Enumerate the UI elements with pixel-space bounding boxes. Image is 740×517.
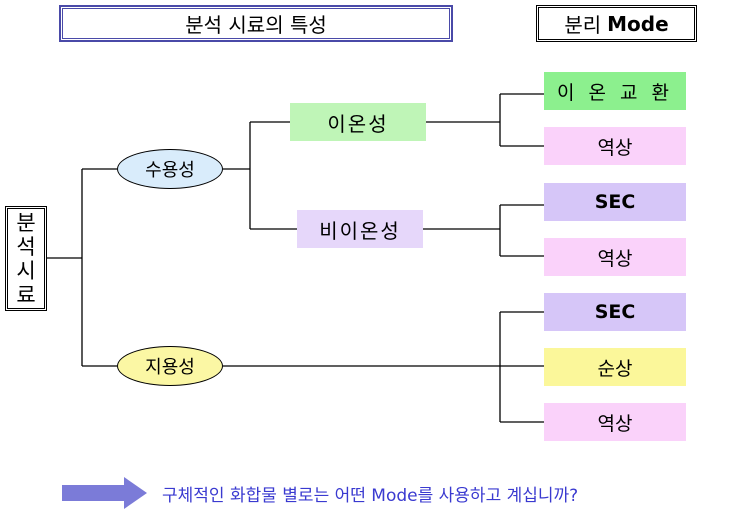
- root-char: 분: [16, 210, 36, 235]
- right-arrow-icon: [62, 477, 147, 509]
- mode-label: 역상: [597, 136, 633, 159]
- sample-characteristics-header: 분석 시료의 특성: [59, 5, 453, 42]
- separation-mode-header: 분리 Mode: [536, 5, 697, 42]
- mode-header-prefix: 분리: [564, 13, 602, 37]
- mode-sec: SEC: [544, 293, 686, 331]
- footer-question-text: 구체적인 화합물 별로는 어떤 Mode를 사용하고 계십니까?: [162, 485, 579, 506]
- mode-label: 순상: [597, 357, 633, 380]
- mode-label: SEC: [594, 301, 636, 323]
- mode-label: 역상: [597, 247, 633, 270]
- node-label: 비이온성: [319, 218, 401, 243]
- node-ionic: 이온성: [290, 103, 426, 141]
- mode-normal-phase: 순상: [544, 348, 686, 386]
- header-title: 분석 시료의 특성: [185, 13, 327, 37]
- mode-sec: SEC: [544, 183, 686, 221]
- mode-header-word: Mode: [607, 11, 669, 36]
- node-water-soluble: 수용성: [117, 149, 223, 189]
- root-node-analysis-sample: 분 석 시 료: [5, 206, 47, 311]
- mode-reversed-phase: 역상: [544, 238, 686, 276]
- mode-label: SEC: [594, 191, 636, 213]
- node-label: 수용성: [145, 160, 195, 181]
- node-label: 이온성: [327, 111, 389, 136]
- mode-reversed-phase: 역상: [544, 403, 686, 441]
- root-char: 시: [16, 258, 36, 283]
- mode-ion-exchange: 이 온 교 환: [544, 72, 686, 110]
- footer-question: 구체적인 화합물 별로는 어떤 Mode를 사용하고 계십니까?: [62, 476, 722, 510]
- mode-reversed-phase: 역상: [544, 127, 686, 165]
- node-nonionic: 비이온성: [297, 210, 423, 248]
- mode-label: 이 온 교 환: [556, 81, 674, 104]
- node-fat-soluble: 지용성: [117, 346, 223, 386]
- root-char: 석: [16, 234, 36, 259]
- root-char: 료: [16, 282, 36, 307]
- mode-label: 역상: [597, 412, 633, 435]
- node-label: 지용성: [145, 357, 195, 378]
